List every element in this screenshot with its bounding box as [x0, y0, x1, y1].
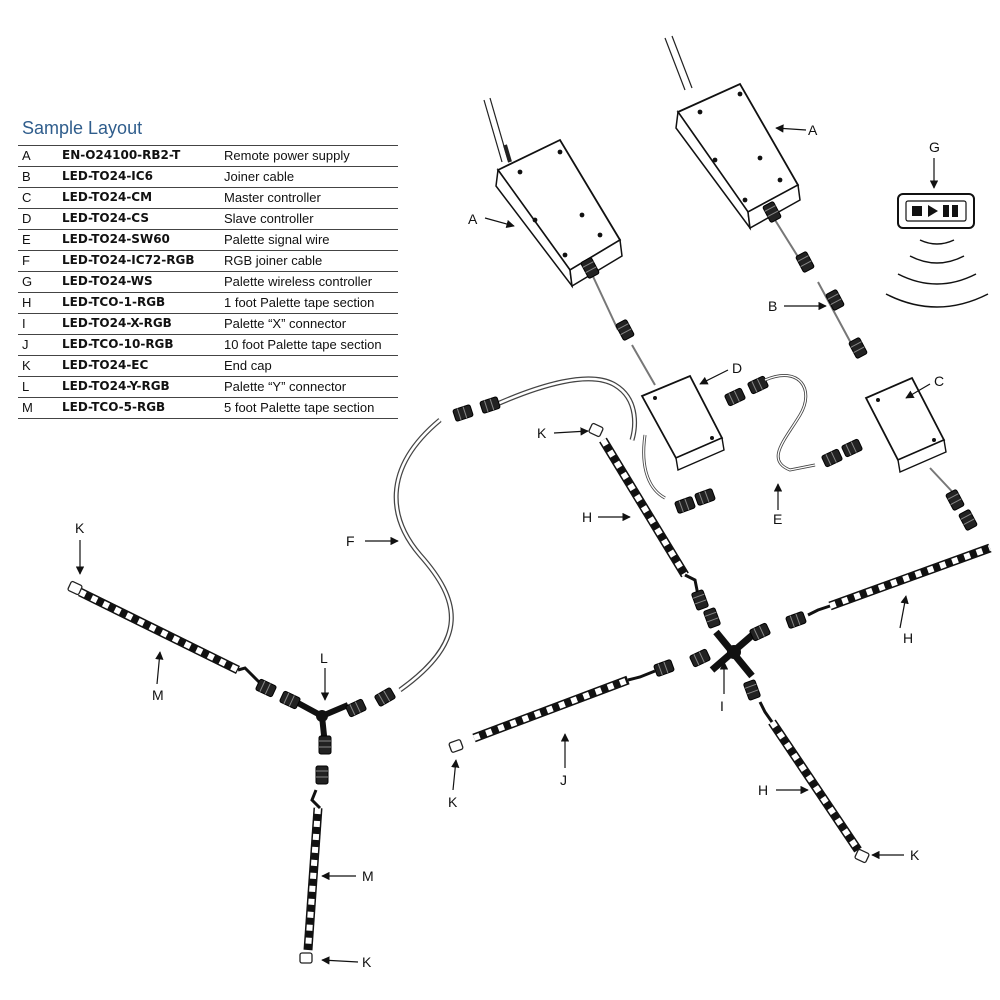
- legend-code: LED-TO24-IC6: [62, 166, 224, 188]
- legend-code: LED-TO24-CM: [62, 187, 224, 209]
- legend-description: Palette “X” connector: [224, 313, 398, 335]
- callout-arrows: [75, 124, 939, 965]
- legend-letter: A: [18, 145, 62, 167]
- legend-letter: H: [18, 292, 62, 314]
- legend-description: Palette signal wire: [224, 229, 398, 251]
- callout-k: K: [75, 520, 85, 536]
- callout-d: D: [732, 360, 742, 376]
- callout-j: J: [560, 772, 567, 788]
- callout-h: H: [903, 630, 913, 646]
- legend-letter: M: [18, 397, 62, 419]
- legend-letter: I: [18, 313, 62, 335]
- legend-code: LED-TO24-CS: [62, 208, 224, 230]
- callout-b: B: [768, 298, 777, 314]
- legend-code: LED-TO24-WS: [62, 271, 224, 293]
- y-connector: [278, 690, 368, 785]
- legend-description: Palette wireless controller: [224, 271, 398, 293]
- legend-description: Palette “Y” connector: [224, 376, 398, 398]
- callout-k: K: [362, 954, 372, 970]
- legend-code: LED-TCO-5-RGB: [62, 397, 224, 419]
- callout-k: K: [448, 794, 458, 810]
- callout-f: F: [346, 533, 355, 549]
- legend-letter: K: [18, 355, 62, 377]
- tape-section-long: [448, 658, 676, 754]
- slave-controller: [631, 344, 816, 515]
- legend-letter: J: [18, 334, 62, 356]
- legend-description: End cap: [224, 355, 398, 377]
- callout-h: H: [582, 509, 592, 525]
- x-connector: [688, 606, 772, 702]
- tape-section-left: [66, 580, 278, 698]
- tape-section-upper: [587, 422, 710, 612]
- legend-letter: D: [18, 208, 62, 230]
- legend-code: EN-O24100-RB2-T: [62, 145, 224, 167]
- callout-a: A: [808, 122, 818, 138]
- callout-m: M: [362, 868, 374, 884]
- callout-a: A: [468, 211, 478, 227]
- power-supply-left: [483, 97, 636, 342]
- legend-letter: E: [18, 229, 62, 251]
- legend-description: Slave controller: [224, 208, 398, 230]
- legend-description: Joiner cable: [224, 166, 398, 188]
- tape-section-right: [784, 543, 992, 630]
- legend-code: LED-TCO-1-RGB: [62, 292, 224, 314]
- legend-description: Master controller: [224, 187, 398, 209]
- rgb-joiner-cable: [373, 376, 637, 708]
- legend-code: LED-TO24-IC72-RGB: [62, 250, 224, 272]
- callout-m: M: [152, 687, 164, 703]
- power-supply-right: [664, 35, 869, 360]
- callout-k: K: [537, 425, 547, 441]
- legend-description: 1 foot Palette tape section: [224, 292, 398, 314]
- legend-code: LED-TCO-10-RGB: [62, 334, 224, 356]
- tape-section-bottom-left: [299, 789, 323, 964]
- callout-l: L: [320, 650, 328, 666]
- master-controller: [820, 376, 979, 532]
- callout-i: I: [720, 698, 724, 714]
- callout-h: H: [758, 782, 768, 798]
- callout-k: K: [910, 847, 920, 863]
- legend-letter: C: [18, 187, 62, 209]
- legend-code: LED-TO24-X-RGB: [62, 313, 224, 335]
- callout-c: C: [934, 373, 944, 389]
- legend-code: LED-TO24-Y-RGB: [62, 376, 224, 398]
- wireless-controller: [885, 193, 989, 308]
- callout-g: G: [929, 139, 940, 155]
- legend-letter: F: [18, 250, 62, 272]
- legend-letter: G: [18, 271, 62, 293]
- legend-description: RGB joiner cable: [224, 250, 398, 272]
- legend-letter: B: [18, 166, 62, 188]
- legend-title: Sample Layout: [22, 118, 143, 138]
- callout-e: E: [773, 511, 782, 527]
- tape-section-lower: [758, 701, 871, 864]
- legend-description: Remote power supply: [224, 145, 398, 167]
- legend-description: 10 foot Palette tape section: [224, 334, 398, 356]
- legend-description: 5 foot Palette tape section: [224, 397, 398, 419]
- callout-labels: A A G B C D E F K H H I J K H K K M L M …: [75, 122, 944, 970]
- legend-letter: L: [18, 376, 62, 398]
- legend-code: LED-TO24-SW60: [62, 229, 224, 251]
- legend-code: LED-TO24-EC: [62, 355, 224, 377]
